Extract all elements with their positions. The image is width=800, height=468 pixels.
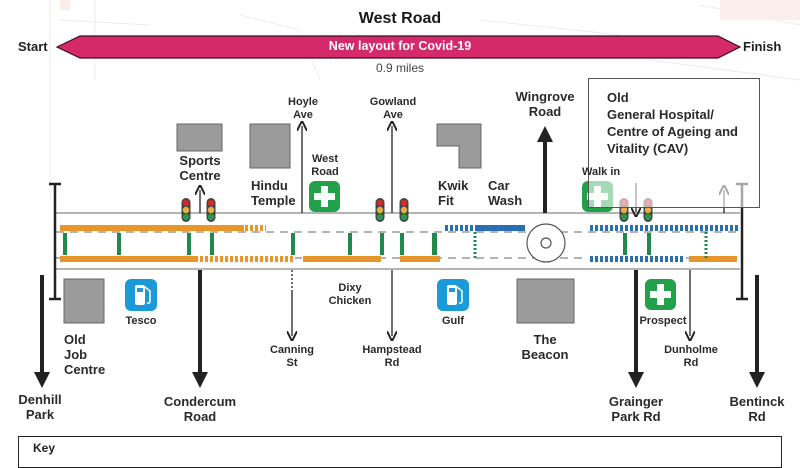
medical-cross-icon	[309, 181, 340, 212]
denhill-park-label: Denhill Park	[18, 392, 62, 422]
finish-label: Finish	[743, 39, 782, 54]
buildings	[63, 123, 575, 324]
start-label: Start	[18, 39, 48, 54]
old-job-centre-label: Old Job Centre	[64, 332, 106, 377]
sports-centre-label: Sports Centre	[179, 153, 221, 183]
car-wash-label: Car Wash	[488, 178, 523, 208]
south-road-arrows-thin	[292, 270, 690, 336]
traffic-light-icon	[399, 198, 409, 222]
prospect-label: Prospect	[639, 315, 687, 327]
dunholme-rd-label: Dunholme Rd	[664, 344, 718, 369]
condercum-road-label: Condercum Road	[163, 394, 237, 424]
route-banner-arrow	[55, 35, 742, 59]
hospital-label: Old General Hospital/ Centre of Ageing a…	[607, 90, 738, 156]
key-panel: Key	[18, 436, 782, 468]
building-kwik-fit	[436, 123, 482, 169]
traffic-light-icon	[206, 198, 216, 222]
gowland-ave-label: Gowland Ave	[369, 96, 417, 121]
gulf-label: Gulf	[442, 315, 464, 327]
dotted-green-bars	[473, 232, 708, 258]
building-hindu-temple	[249, 123, 291, 169]
fuel-pump-icon	[437, 279, 469, 311]
south-cycle-lanes	[60, 256, 737, 262]
walk-in-label: Walk in	[582, 166, 621, 178]
canning-st-label: Canning St	[270, 344, 314, 369]
hospital-outline	[588, 78, 760, 208]
medical-cross-icon	[645, 279, 676, 310]
green-bars	[63, 233, 651, 255]
south-road-arrows-thick	[34, 270, 765, 388]
key-title: Key	[33, 441, 56, 455]
west-road-medical-label: West Road	[311, 153, 339, 178]
tesco-label: Tesco	[125, 315, 157, 327]
traffic-light-icon	[375, 198, 385, 222]
hoyle-ave-label: Hoyle Ave	[288, 96, 318, 121]
fuel-pump-icon	[125, 279, 157, 311]
bentinck-rd-label: Bentinck Rd	[729, 394, 785, 424]
distance-label: 0.9 miles	[375, 61, 425, 75]
traffic-light-icon	[181, 198, 191, 222]
dixy-chicken-label: Dixy Chicken	[328, 282, 372, 307]
wingrove-road-label: Wingrove Road	[515, 89, 575, 119]
building-sports-centre	[176, 123, 223, 152]
kwik-fit-label: Kwik Fit	[438, 178, 469, 208]
hindu-temple-label: Hindu Temple	[251, 178, 296, 208]
north-cycle-lanes	[60, 225, 738, 231]
building-old-job-centre	[63, 278, 105, 324]
hampstead-rd-label: Hampstead Rd	[362, 344, 422, 369]
page-title: West Road	[358, 10, 442, 27]
building-the-beacon	[516, 278, 575, 324]
route-diagram	[34, 0, 800, 388]
roundabout	[526, 223, 566, 263]
the-beacon-label: The Beacon	[521, 332, 569, 362]
grainger-park-rd-label: Grainger Park Rd	[608, 394, 664, 424]
banner-text: New layout for Covid-19	[328, 39, 472, 53]
